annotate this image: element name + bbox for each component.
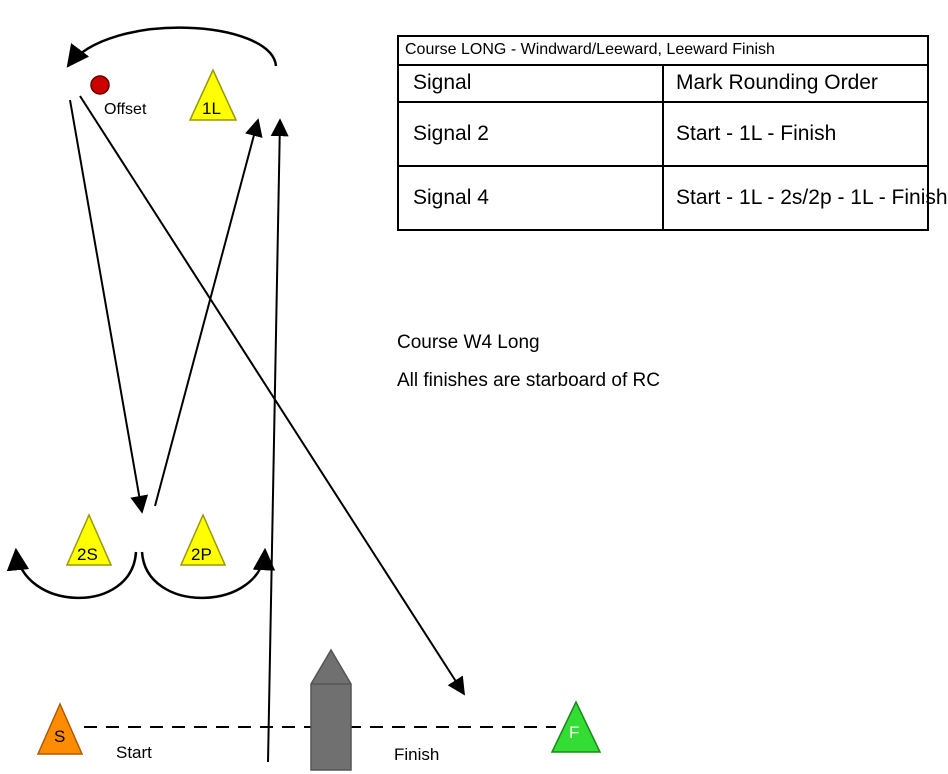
start-pin-label: S: [54, 727, 65, 746]
table-row: Signal 2 Start - 1L - Finish: [397, 101, 929, 167]
header-rounding-order: Mark Rounding Order: [662, 63, 929, 104]
leg-offset-to-gate: [69, 99, 149, 514]
row-rounding-order: Start - 1L - Finish: [662, 101, 929, 167]
finish-pin-label: F: [569, 723, 579, 742]
finish-rule-note: All finishes are starboard of RC: [397, 370, 660, 391]
gate-starboard-rounding-arrow: [6, 547, 138, 600]
offset-label: Offset: [104, 101, 147, 118]
gate-port-rounding-arrow: [140, 547, 276, 600]
row-signal: Signal 4: [397, 165, 664, 231]
table-header-row: Signal Mark Rounding Order: [397, 63, 929, 104]
gate-mark-2p: [179, 513, 227, 566]
gate-mark-2s: [65, 513, 113, 566]
start-pin-mark: [36, 702, 84, 755]
offset-mark: [90, 75, 110, 95]
windward-mark-label: 1L: [202, 99, 221, 118]
windward-mark-1l: [188, 68, 238, 121]
table-caption-row: Course LONG - Windward/Leeward, Leeward …: [397, 35, 929, 66]
finish-pin-mark: [550, 700, 602, 753]
gate-mark-2p-label: 2P: [191, 545, 212, 564]
table-row: Signal 4 Start - 1L - 2s/2p - 1L - Finis…: [397, 165, 948, 231]
table-caption: Course LONG - Windward/Leeward, Leeward …: [397, 35, 929, 66]
course-signal-table: Course LONG - Windward/Leeward, Leeward …: [397, 35, 948, 231]
course-name-note: Course W4 Long: [397, 332, 540, 353]
finish-label: Finish: [394, 745, 439, 764]
row-signal: Signal 2: [397, 101, 664, 167]
start-label: Start: [116, 743, 152, 762]
leg-gate-to-windward: [154, 118, 263, 507]
row-rounding-order: Start - 1L - 2s/2p - 1L - Finish: [662, 165, 948, 231]
header-signal: Signal: [397, 63, 664, 104]
committee-boat: [310, 648, 352, 771]
leg-start-to-windward: [267, 118, 289, 763]
gate-mark-2s-label: 2S: [77, 545, 98, 564]
course-diagram: Offset 1L 2S 2P S F Start Finish: [6, 26, 602, 771]
windward-rounding-arrow: [66, 26, 278, 68]
leg-offset-to-finish: [79, 95, 465, 696]
